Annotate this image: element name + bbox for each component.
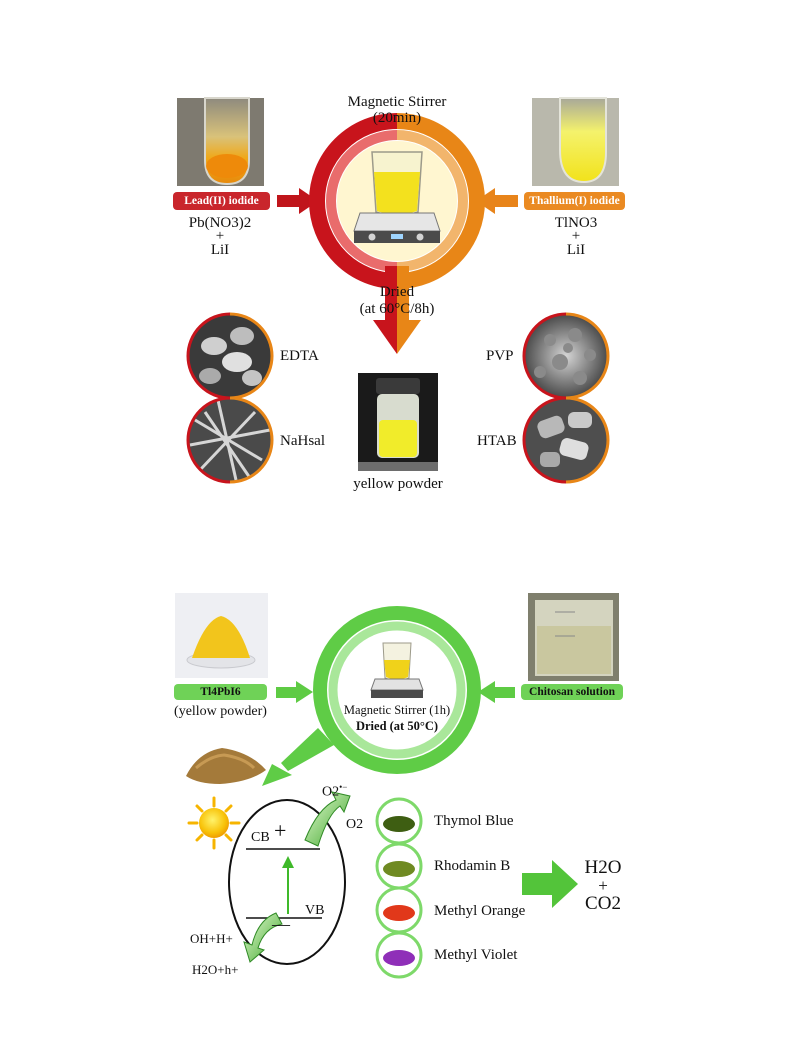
left-green-arrow — [276, 681, 313, 703]
tl4pbi6-sub-label: (yellow powder) — [174, 704, 267, 719]
vb-label: VB — [305, 903, 325, 918]
brown-powder — [186, 748, 266, 784]
magnetic-stirrer-with-beaker — [353, 151, 441, 243]
oxygen-label: O2 — [346, 817, 364, 832]
dried-title: Dried — [379, 284, 415, 300]
chitosan-solution-photo — [528, 593, 619, 681]
right-green-arrow — [478, 681, 515, 703]
tl4pbi6-label: Tl4PbI6 — [200, 686, 241, 698]
lead-iodide-label: Lead(II) iodide — [184, 195, 259, 207]
stirrer-1h-label: Magnetic Stirrer (1h) — [343, 703, 451, 717]
yellow-powder-label: yellow powder — [353, 476, 443, 492]
h2o-label: H2O+h+ — [192, 962, 239, 977]
stirrer-time: (20min) — [372, 110, 422, 126]
morphology-nahsal-label: NaHsal — [280, 433, 325, 449]
dye-methyl-violet — [375, 931, 423, 979]
morphology-edta-label: EDTA — [280, 348, 319, 364]
thallium-iodide-badge-bg — [524, 192, 625, 210]
photocatalyst-particle — [228, 799, 346, 965]
dried-condition: (at 60°C/8h) — [359, 301, 435, 317]
right-orange-arrow — [476, 188, 518, 214]
tl4pbi6-powder-photo — [175, 593, 268, 678]
lead-iodide-badge-bg — [173, 192, 270, 210]
product-plus: + — [598, 876, 608, 895]
superoxide-label: O2•− — [322, 782, 348, 800]
product-water: H2O — [584, 857, 622, 878]
dye-methyl-violet-label: Methyl Violet — [434, 947, 518, 963]
yellow-powder-vial — [358, 373, 438, 471]
degradation-arrow — [522, 860, 578, 908]
sem-htab — [522, 396, 610, 484]
vb-hole-sign: — — [272, 914, 290, 934]
sem-edta — [186, 312, 274, 400]
morphology-pvp-label: PVP — [486, 348, 514, 364]
dried-down-arrow — [373, 266, 421, 354]
dye-thymol-blue-label: Thymol Blue — [434, 813, 514, 829]
dye-rhodamin-b — [375, 842, 423, 890]
chitosan-label: Chitosan solution — [529, 686, 615, 698]
green-down-left-arrow — [262, 728, 334, 786]
lead-iodide-photo — [177, 97, 264, 186]
thallium-formula-2: LiI — [566, 242, 586, 258]
morphology-htab-label: HTAB — [477, 433, 517, 449]
thallium-iodide-label: Thallium(I) iodide — [529, 195, 620, 207]
left-red-arrow — [277, 188, 318, 214]
dried-50c-label: Dried (at 50°C) — [355, 719, 439, 733]
lead-formula-2: LiI — [210, 242, 230, 258]
dye-rhodamin-b-label: Rhodamin B — [434, 858, 511, 874]
tl4pbi6-badge-bg — [174, 684, 267, 700]
sem-nahsal — [186, 396, 274, 484]
sem-pvp — [522, 312, 610, 400]
product-co2: CO2 — [585, 893, 621, 914]
dye-thymol-blue — [375, 797, 423, 845]
lead-formula-plus: + — [215, 228, 225, 244]
thallium-iodide-photo — [532, 97, 619, 186]
cb-electron-sign: + — [274, 818, 287, 843]
lead-formula-1: Pb(NO3)2 — [188, 215, 252, 231]
thallium-formula-1: TlNO3 — [554, 215, 598, 231]
thallium-formula-plus: + — [571, 228, 581, 244]
sun-icon — [187, 796, 241, 850]
cb-label: CB — [251, 830, 270, 845]
dye-methyl-orange-label: Methyl Orange — [434, 903, 526, 919]
oh-label: OH+H+ — [190, 931, 233, 946]
electron-transfer-arrow — [304, 791, 351, 847]
chitosan-badge-bg — [521, 684, 623, 700]
dye-methyl-orange — [375, 886, 423, 934]
small-magnetic-stirrer — [370, 642, 424, 698]
stirrer-title: Magnetic Stirrer — [347, 94, 447, 110]
hole-transfer-arrow — [243, 912, 283, 963]
